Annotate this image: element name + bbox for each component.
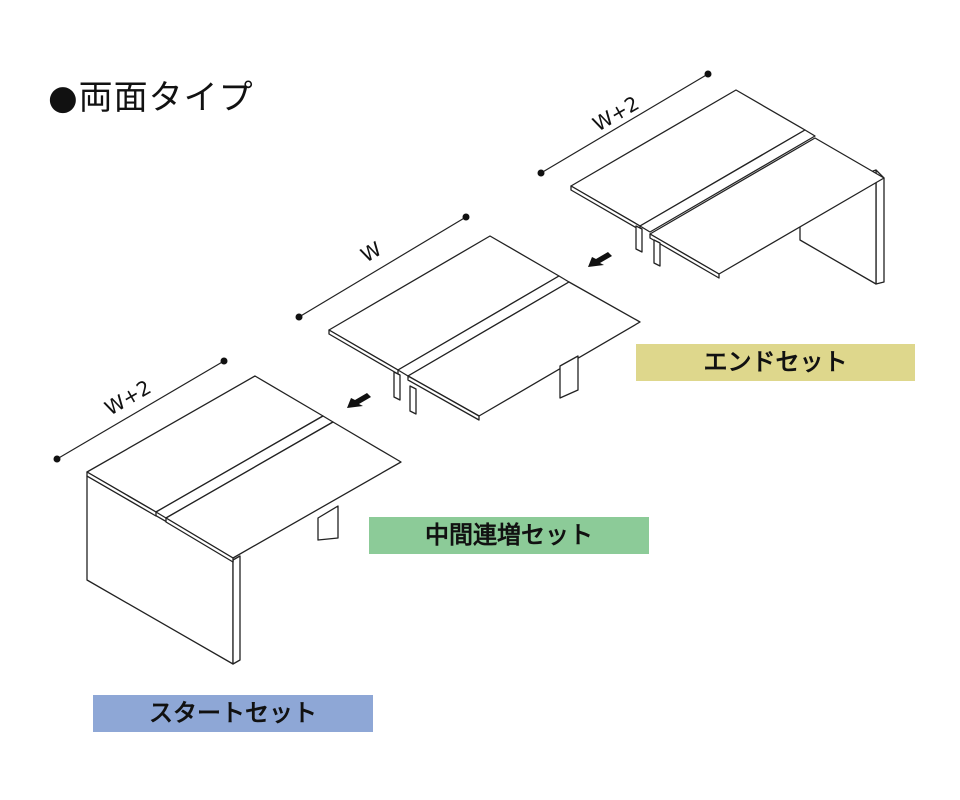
middle-set-label: 中間連増セット	[369, 517, 649, 554]
arrow-down-left-icon	[588, 252, 612, 267]
arrow-down-left-icon	[347, 393, 371, 408]
page-title: ●両面タイプ	[48, 78, 254, 118]
dimension-lines	[56, 73, 709, 460]
middle-width-label: W	[357, 237, 386, 268]
middle-set-desk	[328, 235, 641, 421]
end-width-label: W+2	[589, 91, 644, 136]
dimension-end-points	[53, 70, 712, 463]
start-set-desk	[86, 375, 402, 665]
end-set-desk	[570, 89, 885, 285]
end-side-panel	[875, 169, 885, 285]
start-set-label: スタートセット	[93, 695, 373, 732]
end-set-label: エンドセット	[636, 344, 915, 381]
start-width-label: W+2	[101, 375, 156, 420]
